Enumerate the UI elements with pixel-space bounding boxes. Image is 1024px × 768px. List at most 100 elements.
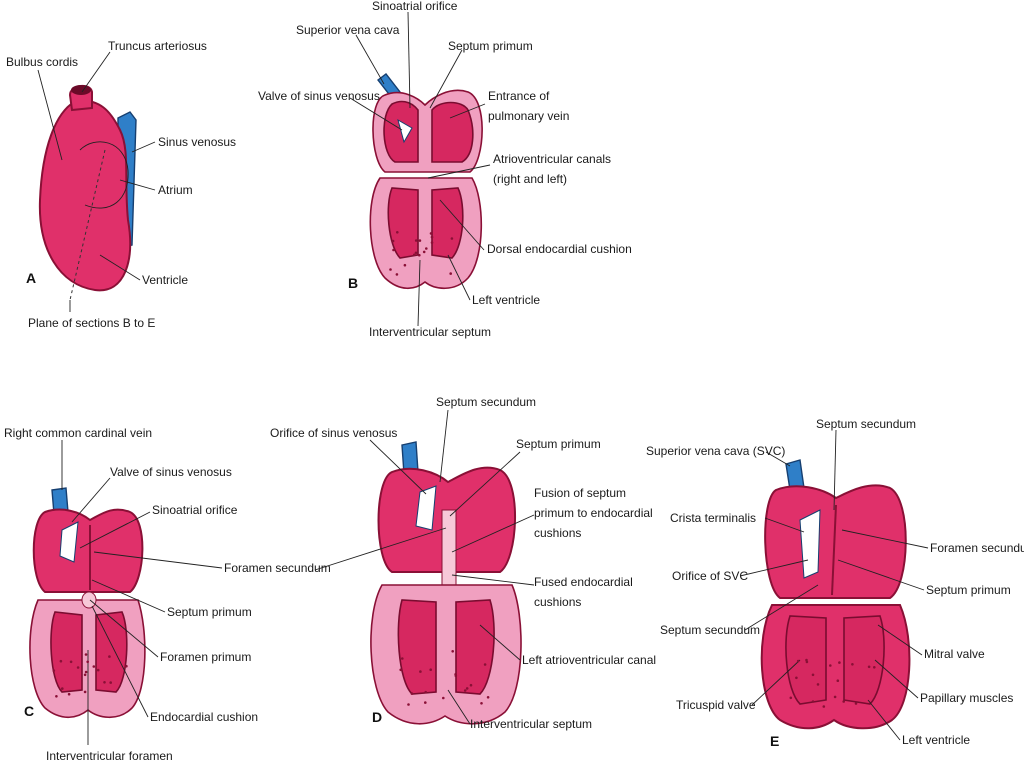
label-fusion-2: primum to endocardial [534, 506, 653, 520]
tissue-speckle [795, 676, 798, 680]
label-fusion-3: cushions [534, 526, 581, 540]
ventricles-outer-e [760, 604, 911, 730]
tissue-speckle [418, 253, 421, 257]
tissue-speckle [395, 273, 399, 276]
tissue-speckle [414, 251, 418, 255]
tissue-speckle [789, 696, 793, 700]
tissue-speckle [838, 661, 841, 664]
label-septum-secundum-e-low: Septum secundum [660, 623, 760, 637]
tissue-speckle [480, 702, 483, 705]
tissue-speckle [410, 692, 414, 695]
tissue-speckle [465, 687, 469, 690]
label-dorsal-endocardial-cushion: Dorsal endocardial cushion [487, 242, 632, 256]
label-fusion-1: Fusion of septum [534, 486, 626, 500]
label-sinus-venosus: Sinus venosus [158, 135, 236, 149]
label-superior-vena-cava-b: Superior vena cava [296, 23, 400, 37]
panel-e: Septum secundum Superior vena cava (SVC)… [646, 417, 1024, 749]
endocardial-cushion-c [81, 591, 97, 609]
tissue-speckle [52, 669, 56, 672]
right-ventricle-cavity-d [397, 599, 437, 695]
tissue-speckle [442, 696, 445, 700]
tissue-speckle [822, 705, 826, 708]
right-ventricle-cavity-b [387, 187, 419, 259]
tissue-speckle [450, 237, 454, 240]
left-atrium-cavity-b [431, 101, 474, 163]
heart-tube-shape [38, 98, 132, 292]
tissue-speckle [867, 665, 871, 669]
panel-letter-e: E [770, 733, 779, 749]
tissue-speckle [805, 658, 808, 662]
tissue-speckle [125, 664, 128, 668]
tissue-speckle [430, 235, 434, 239]
label-left-ventricle-e: Left ventricle [902, 733, 970, 747]
label-sinoatrial-orifice-b: Sinoatrial orifice [372, 0, 458, 13]
tissue-speckle [389, 268, 392, 271]
left-ventricle-cavity-d [455, 599, 495, 695]
label-interventricular-septum-d: Interventricular septum [470, 717, 592, 731]
label-svc-e: Superior vena cava (SVC) [646, 444, 785, 458]
tissue-speckle [414, 239, 418, 242]
tissue-speckle [399, 668, 403, 672]
tissue-speckle [429, 232, 433, 235]
label-foramen-secundum-c: Foramen secundum [224, 561, 331, 575]
label-septum-secundum-e-top: Septum secundum [816, 417, 916, 431]
panel-letter-b: B [348, 275, 358, 291]
septum-e [831, 504, 837, 596]
tissue-speckle [469, 683, 473, 687]
tissue-speckle [413, 253, 416, 257]
tissue-speckle [833, 695, 837, 699]
label-entrance-pulmonary-2: pulmonary vein [488, 109, 569, 123]
tissue-speckle [59, 659, 63, 663]
label-sinoatrial-orifice-c: Sinoatrial orifice [152, 503, 238, 517]
label-interventricular-foramen-c: Interventricular foramen [46, 749, 173, 763]
atria-outer-e [764, 484, 907, 599]
plane-line [69, 149, 106, 301]
ventricles-outer-b [369, 177, 483, 290]
tissue-speckle [449, 272, 453, 275]
ventricles-outer-c [29, 599, 146, 719]
tissue-speckle [483, 663, 487, 666]
tissue-speckle [83, 690, 87, 694]
tissue-speckle [418, 239, 422, 242]
tissue-speckle [796, 659, 800, 663]
svc-orifice-e [799, 509, 821, 579]
tissue-speckle [486, 696, 490, 699]
label-orifice-sinus-venosus-d: Orifice of sinus venosus [270, 426, 397, 440]
label-left-av-canal-d: Left atrioventricular canal [522, 653, 656, 667]
truncus-opening [71, 85, 91, 95]
label-tricuspid-valve-e: Tricuspid valve [676, 698, 756, 712]
panel-d: Septum secundum Orifice of sinus venosus… [270, 395, 656, 731]
panel-c: Right common cardinal vein Valve of sinu… [4, 426, 331, 763]
label-atrium: Atrium [158, 183, 193, 197]
label-entrance-pulmonary-1: Entrance of [488, 89, 550, 103]
tissue-speckle [86, 660, 89, 664]
sinoatrial-opening-c [59, 521, 79, 563]
tissue-speckle [109, 681, 112, 684]
tissue-speckle [836, 679, 840, 682]
label-valve-sinus-venosus-c: Valve of sinus venosus [110, 465, 232, 479]
label-septum-secundum-d: Septum secundum [436, 395, 536, 409]
tissue-speckle [83, 673, 87, 677]
label-orifice-svc-e: Orifice of SVC [672, 569, 748, 583]
tissue-speckle [92, 665, 96, 668]
label-septum-primum-c: Septum primum [167, 605, 252, 619]
label-fused-cushions-2: cushions [534, 595, 581, 609]
panel-letter-c: C [24, 703, 34, 719]
label-mitral-valve-e: Mitral valve [924, 647, 985, 661]
label-av-canals-2: (right and left) [493, 172, 567, 186]
sinus-venosus-opening-d [415, 485, 437, 531]
label-foramen-secundum-e: Foramen secundum [930, 541, 1024, 555]
tissue-speckle [61, 687, 64, 690]
label-fused-cushions-1: Fused endocardial [534, 575, 633, 589]
sinoatrial-opening-b [397, 118, 413, 144]
atrium-outline [79, 141, 129, 209]
tissue-speckle [454, 674, 458, 678]
ventricles-outer-d [370, 584, 522, 725]
tissue-speckle [424, 690, 428, 694]
tissue-speckle [108, 655, 111, 658]
label-right-common-cardinal-vein: Right common cardinal vein [4, 426, 152, 440]
tissue-speckle [401, 657, 404, 660]
tissue-speckle [84, 653, 88, 656]
